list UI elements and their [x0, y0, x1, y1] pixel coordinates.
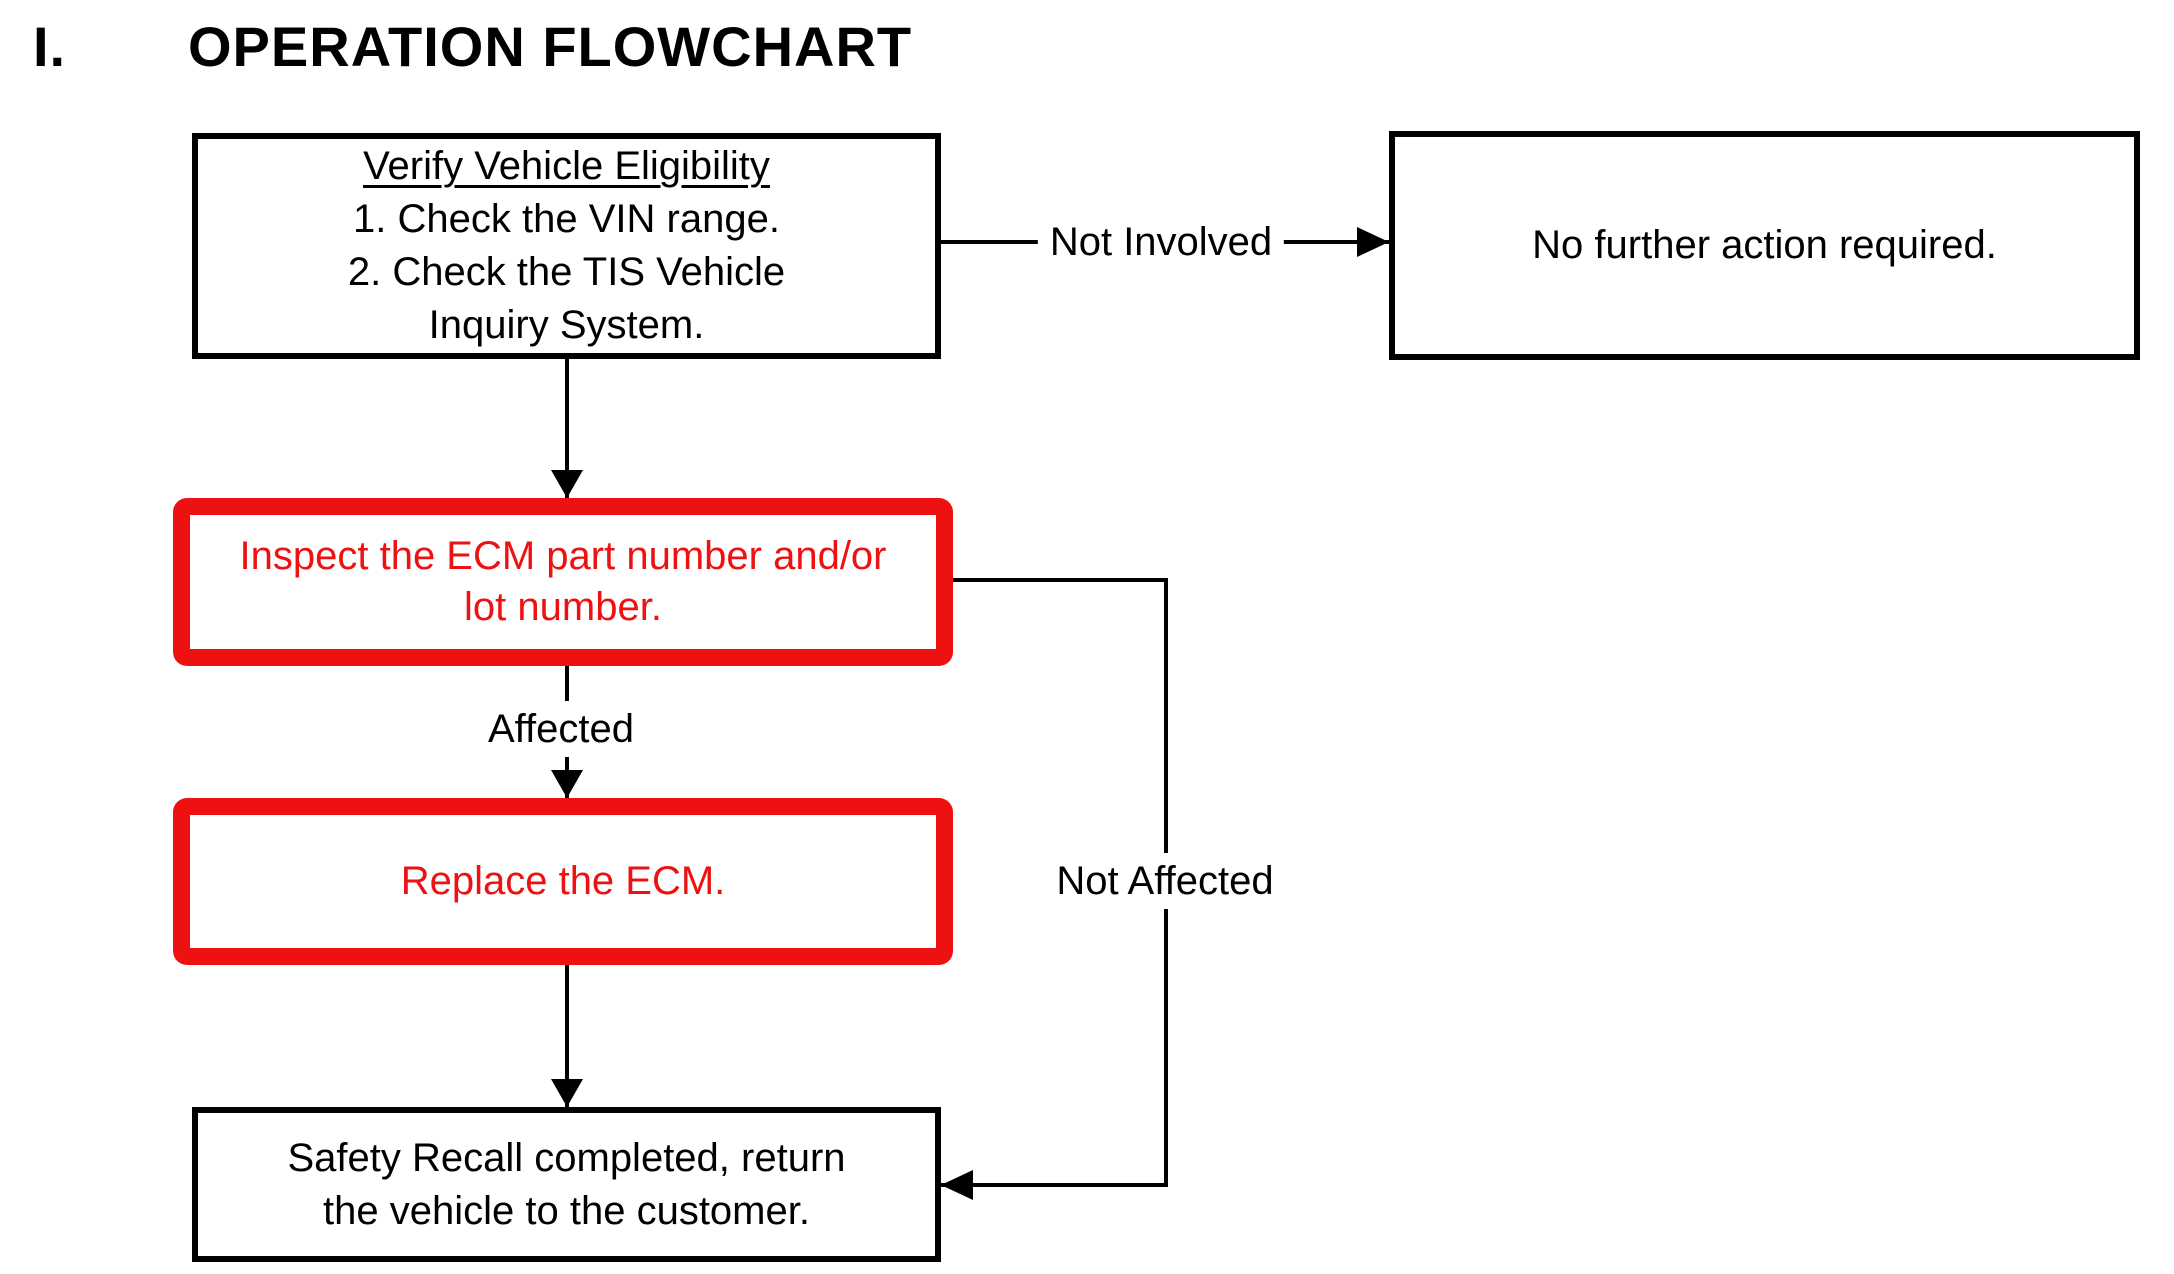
box-no-further-action: No further action required.	[1389, 131, 2140, 360]
box-verify-step2-line1: 2. Check the TIS Vehicle	[347, 250, 786, 294]
page-title-numeral: I.	[33, 15, 67, 78]
connector-verify-to-inspect	[565, 359, 569, 498]
arrowhead-down-icon	[551, 470, 583, 498]
box-no-further-action-text: No further action required.	[1532, 223, 1997, 267]
edge-label-not-affected: Not Affected	[1044, 853, 1286, 909]
box-inspect-ecm-line2: lot number.	[464, 585, 662, 629]
arrowhead-left-icon	[941, 1170, 973, 1200]
connector-replace-to-complete	[565, 965, 569, 1107]
box-verify-eligibility: Verify Vehicle Eligibility 1. Check the …	[192, 133, 941, 359]
arrowhead-down-icon	[551, 1079, 583, 1107]
connector-inspect-to-notaffected	[953, 578, 1168, 582]
box-replace-ecm: Replace the ECM.	[173, 798, 953, 965]
page-title: OPERATION FLOWCHART	[188, 15, 913, 78]
box-verify-heading: Verify Vehicle Eligibility	[363, 144, 770, 188]
box-inspect-ecm-line1: Inspect the ECM part number and/or	[239, 534, 887, 578]
edge-label-affected: Affected	[475, 701, 647, 757]
box-recall-completed-line1: Safety Recall completed, return	[287, 1135, 846, 1180]
box-recall-completed: Safety Recall completed, return the vehi…	[192, 1107, 941, 1262]
box-inspect-ecm: Inspect the ECM part number and/or lot n…	[173, 498, 953, 666]
edge-label-not-involved: Not Involved	[1037, 214, 1285, 270]
arrowhead-down-icon	[551, 770, 583, 798]
box-verify-step2-line2: Inquiry System.	[428, 303, 705, 347]
box-verify-step1: 1. Check the VIN range.	[353, 197, 780, 241]
connector-notaffected-to-complete	[941, 1183, 1168, 1187]
box-replace-ecm-text: Replace the ECM.	[400, 859, 726, 903]
page-title-row: I. OPERATION FLOWCHART	[0, 14, 2174, 94]
arrowhead-right-icon	[1357, 227, 1389, 257]
box-recall-completed-line2: the vehicle to the customer.	[323, 1188, 810, 1233]
